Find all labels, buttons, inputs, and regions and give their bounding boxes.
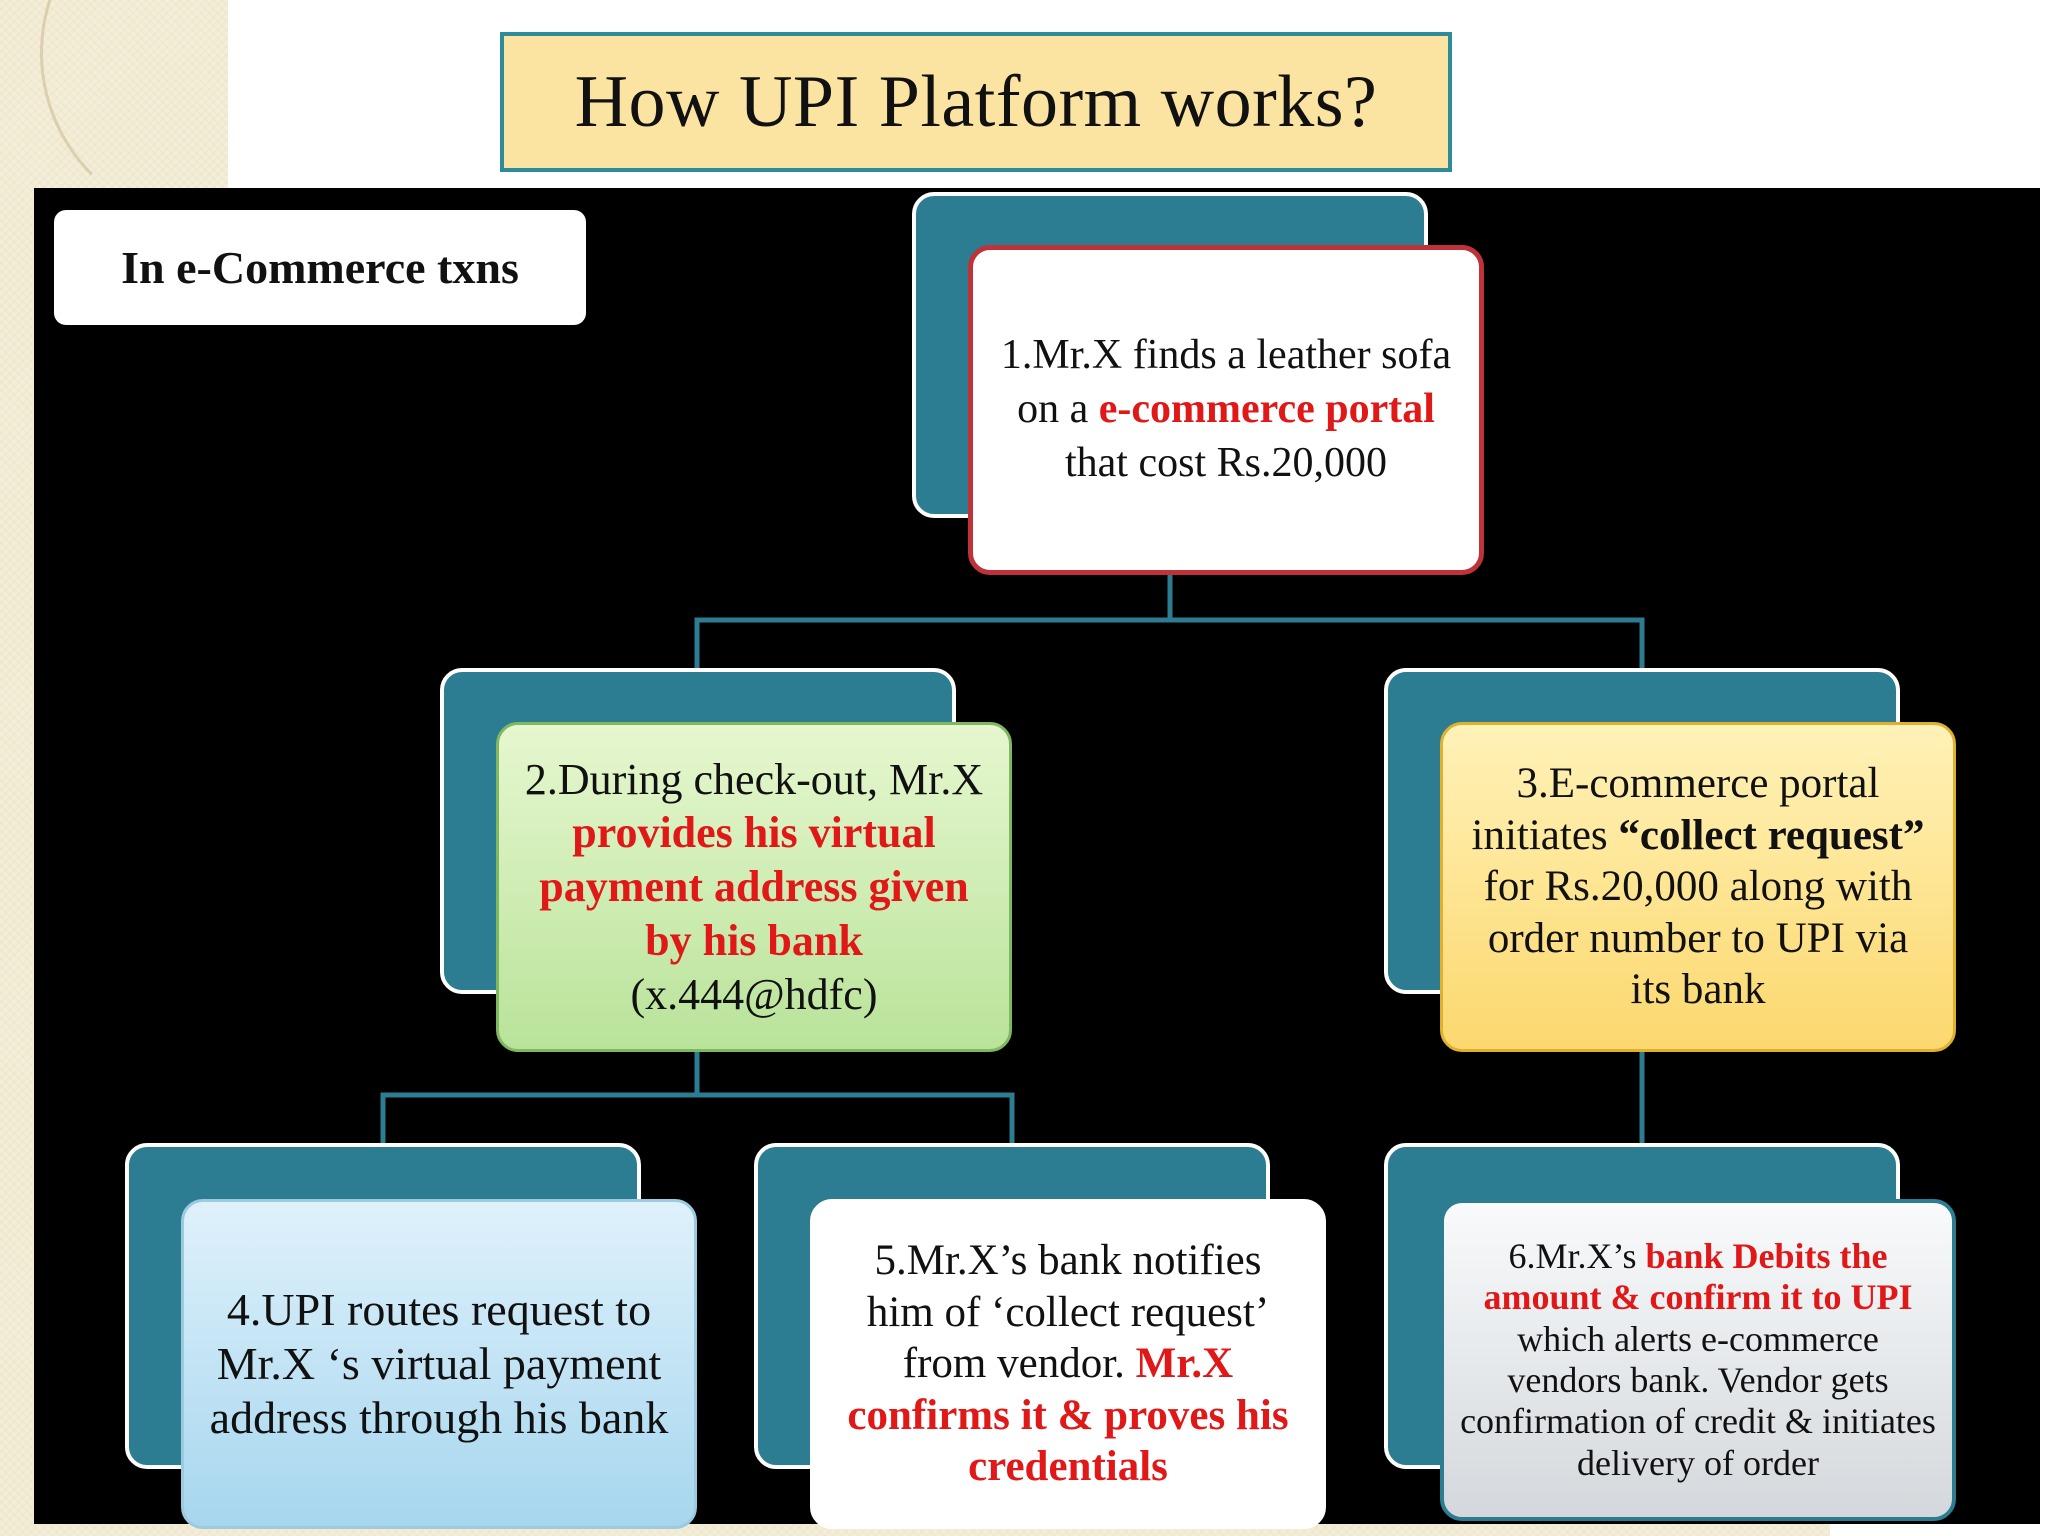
step-1-text: 1.Mr.X finds a leather sofa on a	[1000, 332, 1452, 433]
step-1-box: 1.Mr.X finds a leather sofa on a e-comme…	[968, 245, 1484, 575]
step-2-box: 2.During check-out, Mr.X provides his vi…	[496, 722, 1012, 1052]
step-6-text: 6.Mr.X’s	[1508, 1235, 1646, 1276]
connector-1-to-children	[694, 570, 1645, 670]
step-5-text: 5.Mr.X’s bank notifies him of ‘collect r…	[866, 1237, 1270, 1388]
step-6-text-end: which alerts e-commerce vendors bank. Ve…	[1460, 1318, 1936, 1483]
step-6-box: 6.Mr.X’s bank Debits the amount & confir…	[1440, 1199, 1956, 1521]
connector-2-to-children	[380, 1050, 1015, 1145]
step-3-text-end: for Rs.20,000 along with order number to…	[1483, 863, 1913, 1014]
step-1-text-end: that cost Rs.20,000	[1065, 439, 1387, 486]
step-4-text: 4.UPI routes request to Mr.X ‘s virtual …	[209, 1283, 669, 1444]
step-3-box: 3.E-commerce portal initiates “collect r…	[1440, 722, 1956, 1052]
step-2-text: 2.During check-out, Mr.X	[524, 754, 984, 804]
slide-title: How UPI Platform works?	[500, 32, 1452, 172]
step-3-highlight: “collect request”	[1618, 811, 1925, 859]
step-6-highlight: bank Debits the amount & confirm it to U…	[1483, 1235, 1913, 1318]
step-2-vpa: (x.444@hdfc)	[630, 969, 878, 1019]
step-2-highlight: provides his virtual payment address giv…	[539, 808, 969, 965]
step-5-highlight: Mr.X confirms it & proves his credential…	[847, 1340, 1289, 1491]
step-3-text: 3.E-commerce portal initiates	[1471, 760, 1880, 859]
step-5-box: 5.Mr.X’s bank notifies him of ‘collect r…	[810, 1199, 1326, 1529]
context-label: In e-Commerce txns	[54, 210, 586, 325]
step-1-highlight: e-commerce portal	[1098, 386, 1435, 433]
step-4-box: 4.UPI routes request to Mr.X ‘s virtual …	[181, 1199, 697, 1529]
